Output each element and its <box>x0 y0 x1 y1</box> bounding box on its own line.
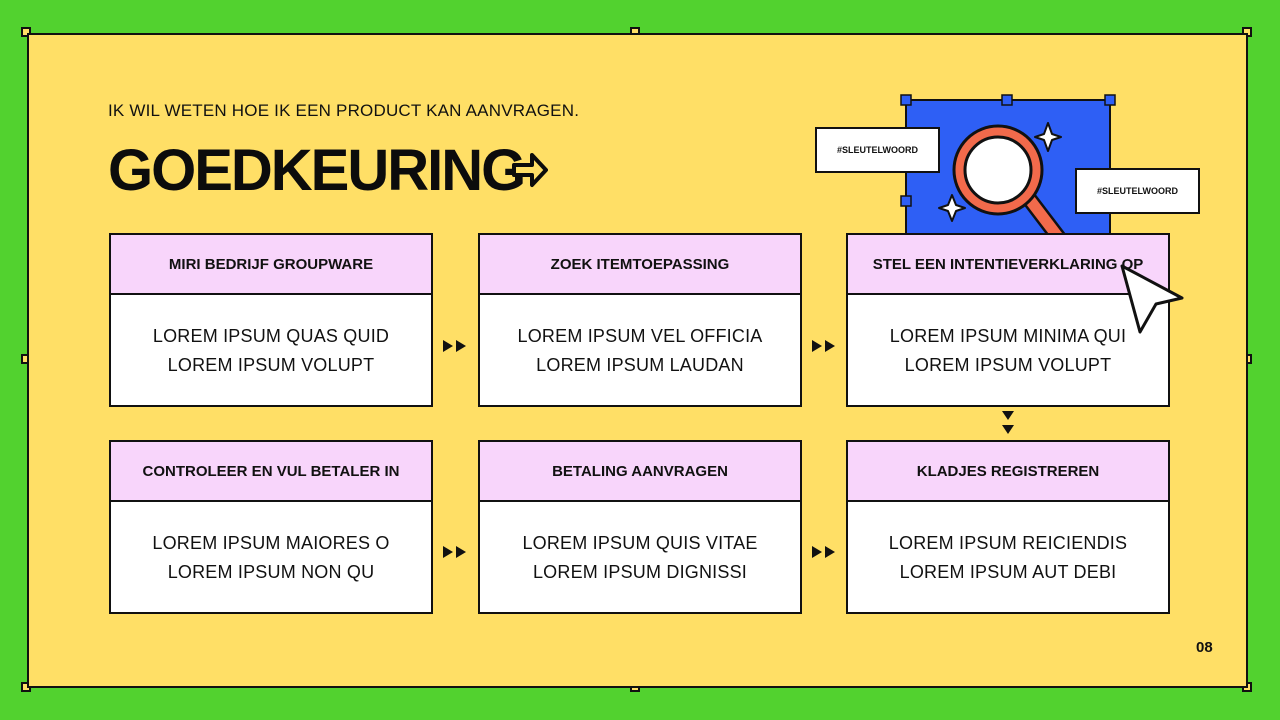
step-title: CONTROLEER EN VUL BETALER IN <box>111 442 431 502</box>
double-arrow-right-icon <box>443 546 466 558</box>
arrow-right-icon <box>512 153 548 187</box>
resize-handle-top-left[interactable] <box>21 27 31 37</box>
page-number: 08 <box>1196 639 1213 656</box>
double-arrow-down-icon <box>1002 411 1014 434</box>
double-arrow-right-icon <box>443 340 466 352</box>
step-text-line: LOREM IPSUM NON QU <box>167 562 375 582</box>
step-text-line: LOREM IPSUM MINIMA QUI <box>889 326 1127 346</box>
step-title: ZOEK ITEMTOEPASSING <box>480 235 800 295</box>
step-text-line: LOREM IPSUM MAIORES O <box>152 533 390 553</box>
step-text-line: LOREM IPSUM QUAS QUID <box>152 326 390 346</box>
step-title: STEL EEN INTENTIEVERKLARING OP <box>848 235 1168 295</box>
cursor-pointer-icon <box>1120 264 1184 334</box>
step-text-line: LOREM IPSUM LAUDAN <box>536 355 744 375</box>
step-text-line: LOREM IPSUM REICIENDIS <box>888 533 1128 553</box>
step-title: KLADJES REGISTREREN <box>848 442 1168 502</box>
step-text-line: LOREM IPSUM VEL OFFICIA <box>517 326 763 346</box>
process-step-card: ZOEK ITEMTOEPASSING LOREM IPSUM VEL OFFI… <box>478 233 802 407</box>
slide-title: GOEDKEURING <box>108 138 526 203</box>
sparkle-icon <box>938 194 966 222</box>
step-text-line: LOREM IPSUM AUT DEBI <box>899 562 1117 582</box>
process-step-card: KLADJES REGISTREREN LOREM IPSUM REICIEND… <box>846 440 1170 614</box>
process-step-card: MIRI BEDRIJF GROUPWARE LOREM IPSUM QUAS … <box>109 233 433 407</box>
double-arrow-right-icon <box>812 546 835 558</box>
keyword-tag: #SLEUTELWOORD <box>1075 168 1200 214</box>
step-text-line: LOREM IPSUM VOLUPT <box>904 355 1112 375</box>
step-text-line: LOREM IPSUM VOLUPT <box>167 355 375 375</box>
step-text-line: LOREM IPSUM QUIS VITAE <box>522 533 758 553</box>
slide-subtitle: IK WIL WETEN HOE IK EEN PRODUCT KAN AANV… <box>108 101 580 120</box>
process-step-card: STEL EEN INTENTIEVERKLARING OP LOREM IPS… <box>846 233 1170 407</box>
step-text-line: LOREM IPSUM DIGNISSI <box>532 562 748 582</box>
double-arrow-right-icon <box>812 340 835 352</box>
process-step-card: CONTROLEER EN VUL BETALER IN LOREM IPSUM… <box>109 440 433 614</box>
sparkle-icon <box>1034 122 1062 152</box>
keyword-tag: #SLEUTELWOORD <box>815 127 940 173</box>
step-title: MIRI BEDRIJF GROUPWARE <box>111 235 431 295</box>
process-step-card: BETALING AANVRAGEN LOREM IPSUM QUIS VITA… <box>478 440 802 614</box>
step-title: BETALING AANVRAGEN <box>480 442 800 502</box>
